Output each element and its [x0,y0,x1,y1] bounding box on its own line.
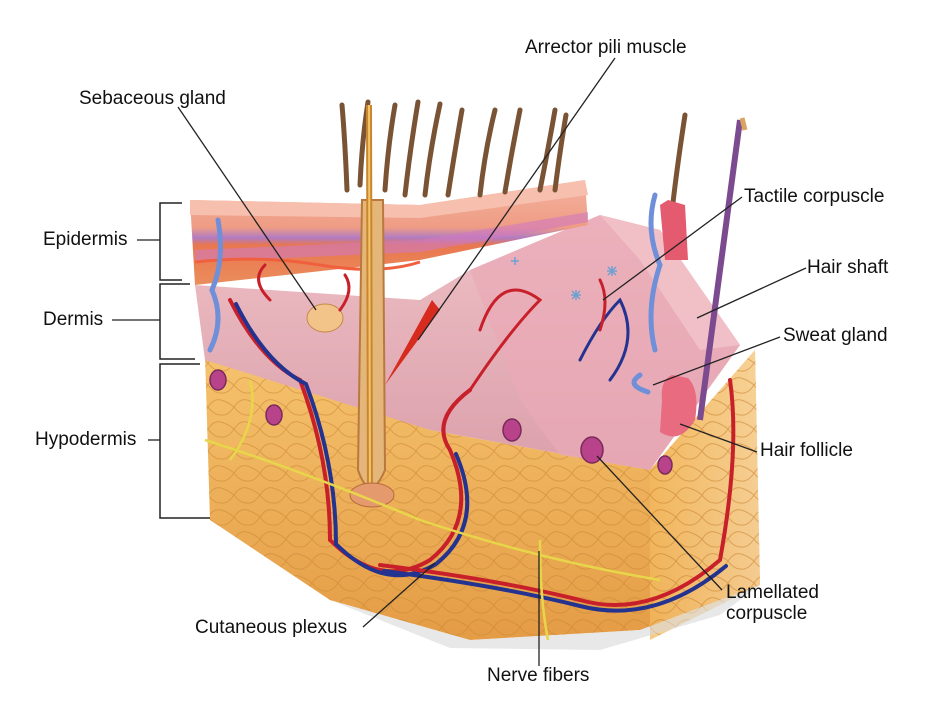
label-epidermis: Epidermis [43,229,128,250]
tactile-corpuscles [511,257,617,300]
label-dermis: Dermis [43,309,104,330]
label-nerve-fibers: Nerve fibers [487,665,590,686]
label-lamellated-corpuscle-line2: corpuscle [726,603,808,624]
right-hair-follicle [660,117,748,437]
label-cutaneous-plexus: Cutaneous plexus [195,617,348,638]
label-hypodermis: Hypodermis [35,429,137,450]
lamellated-corpuscles [209,369,673,475]
leader-lines [112,57,807,666]
blood-vessels [228,263,736,613]
sweat-glands [207,192,663,395]
layer-brackets [159,202,210,519]
nerve-fiber-lines [204,379,661,641]
label-lamellated-corpuscle-line1: Lamellated [726,582,819,603]
label-hair-follicle: Hair follicle [760,440,853,461]
label-hair-shaft: Hair shaft [807,257,889,278]
epidermis-layer [190,180,588,285]
central-hair-follicle [349,104,395,508]
label-tactile-corpuscle: Tactile corpuscle [744,186,885,207]
arrector-pili-muscle-shape [385,300,440,385]
label-arrector-pili-muscle: Arrector pili muscle [525,37,687,58]
label-sebaceous-gland: Sebaceous gland [79,88,226,109]
label-sweat-gland: Sweat gland [783,325,888,346]
sebaceous-gland-shape [306,303,344,333]
